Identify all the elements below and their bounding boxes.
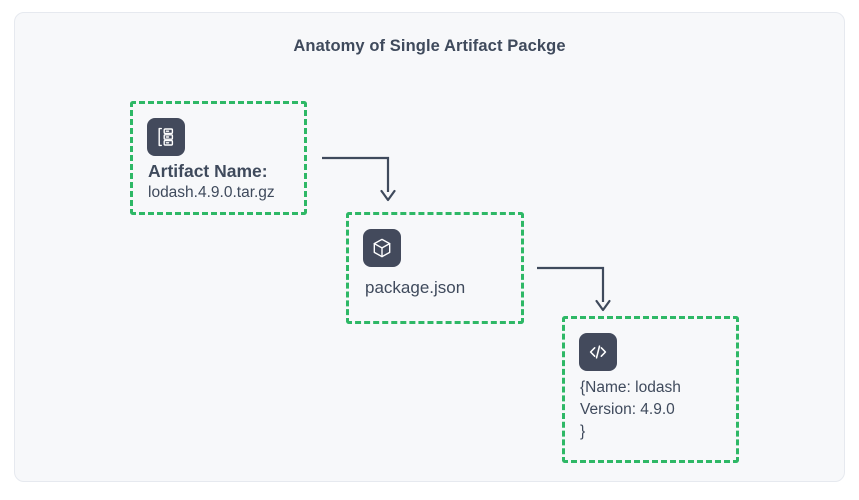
- connector-manifest-to-metadata: [537, 266, 611, 312]
- node-metadata-line-1: {Name: lodash: [580, 379, 681, 396]
- node-metadata-line-2: Version: 4.9.0: [580, 401, 675, 418]
- package-box-icon: [363, 229, 401, 267]
- code-brackets-icon: [579, 333, 617, 371]
- node-metadata-line-3: }: [580, 423, 586, 440]
- diagram-panel: Anatomy of Single Artifact Packge Artifa…: [14, 12, 845, 482]
- node-metadata[interactable]: {Name: lodash Version: 4.9.0 }: [562, 316, 739, 463]
- page-title: Anatomy of Single Artifact Packge: [293, 37, 566, 55]
- node-artifact-line-2: lodash.4.9.0.tar.gz: [148, 184, 275, 201]
- node-manifest[interactable]: package.json: [346, 212, 524, 324]
- node-metadata-text: {Name: lodash Version: 4.9.0 }: [580, 377, 681, 443]
- node-artifact[interactable]: Artifact Name: lodash.4.9.0.tar.gz: [130, 101, 307, 215]
- node-manifest-text: package.json: [365, 277, 465, 299]
- connector-artifact-to-manifest: [322, 156, 396, 202]
- node-artifact-text: Artifact Name: lodash.4.9.0.tar.gz: [148, 160, 275, 204]
- node-manifest-line-1: package.json: [365, 278, 466, 297]
- node-artifact-line-1: Artifact Name:: [148, 161, 268, 181]
- archive-list-icon: [147, 118, 185, 156]
